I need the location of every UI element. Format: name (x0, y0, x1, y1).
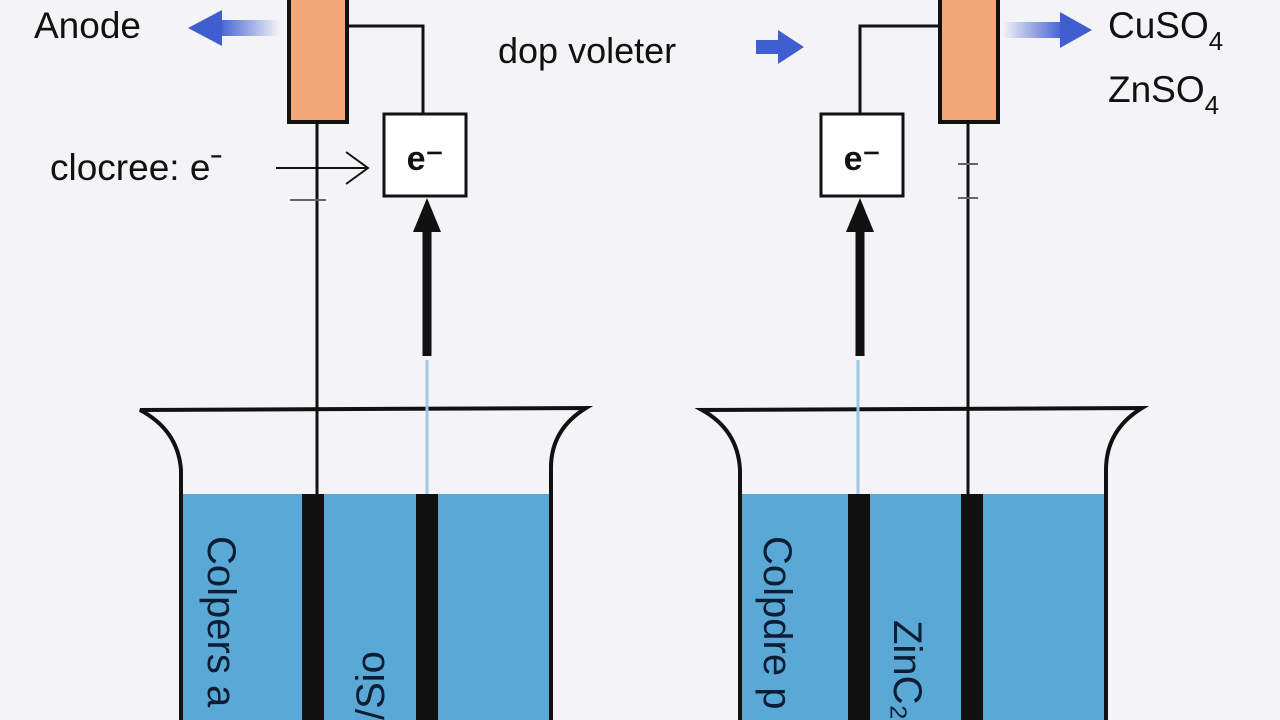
cuso4-label: CuSO4 (1108, 5, 1223, 56)
dop-voleter-label: dop voleter (498, 30, 676, 71)
right-electron-box-label: e⁻ (844, 140, 881, 178)
cuso4-subscript: 4 (1209, 26, 1223, 56)
arrow-up-icon (846, 198, 874, 356)
left-solution-label: Colpers a (199, 536, 243, 708)
znso4-label: ZnSO4 (1108, 69, 1219, 120)
left-electron-box-label: e⁻ (407, 140, 444, 178)
right-electron-box (819, 112, 905, 198)
right-electrode-2 (961, 494, 983, 720)
left-beaker (139, 405, 594, 720)
arrow-up-icon (413, 198, 441, 356)
left-electrode-2 (416, 494, 438, 720)
anode-label: Anode (34, 5, 141, 46)
right-electrode-cap (938, 0, 1000, 124)
znso4-subscript: 4 (1205, 90, 1219, 120)
right-solution-label: Colpdre p (755, 536, 799, 709)
left-electrode-cap (287, 0, 349, 124)
right-circuit-wire (858, 24, 940, 114)
left-cell: e⁻ Colpers a /Sio (139, 0, 594, 720)
right-beaker (694, 405, 1150, 720)
left-circuit-wire (347, 24, 425, 114)
left-electrolyte (183, 494, 551, 720)
left-electron-box (382, 112, 468, 198)
right-electrode-label: ZinC₂ (885, 620, 929, 720)
left-electrode-1 (302, 494, 324, 720)
arrow-left-icon (188, 10, 280, 46)
arrow-right-icon (756, 30, 804, 64)
right-cell: e⁻ Colpdre p ZinC₂ (694, 0, 1150, 720)
arrow-right-icon (1002, 12, 1092, 48)
arrow-right-thin-icon (276, 151, 370, 185)
right-electrolyte (740, 494, 1106, 720)
left-electrode-label: /Sio (349, 651, 393, 720)
right-electrode-1 (848, 494, 870, 720)
clocree-label: clocree: eˉ (50, 147, 223, 188)
